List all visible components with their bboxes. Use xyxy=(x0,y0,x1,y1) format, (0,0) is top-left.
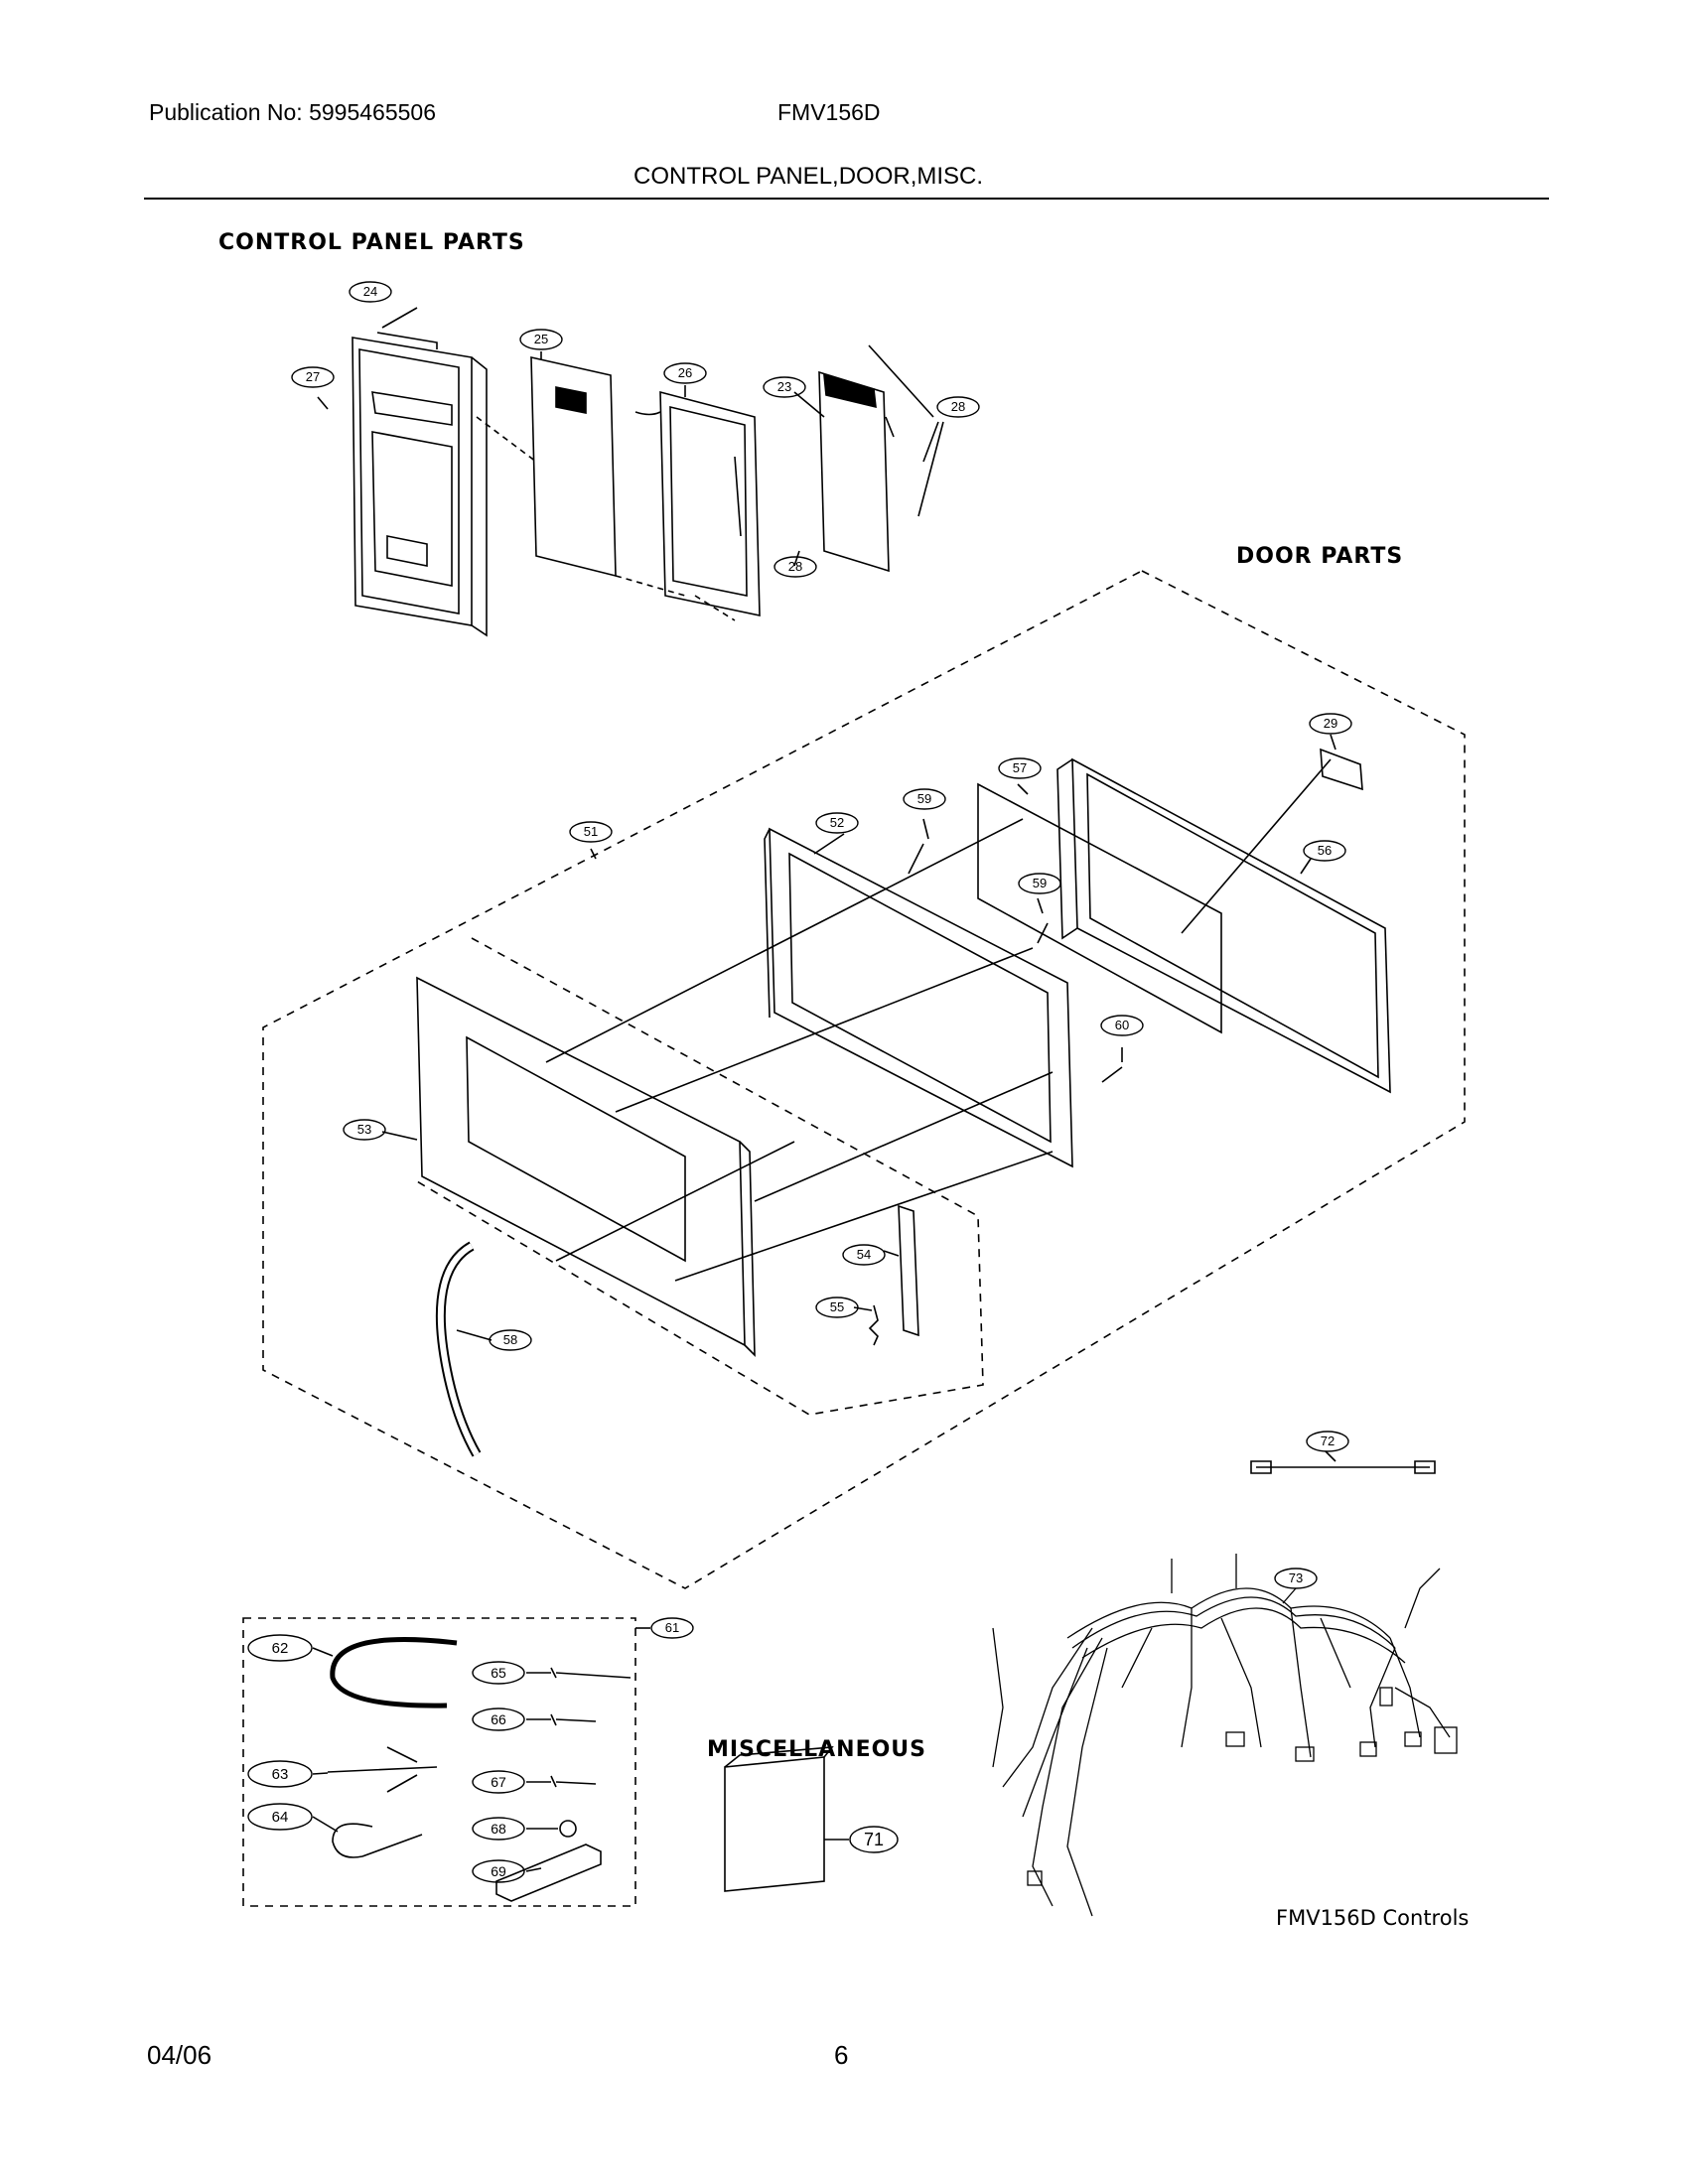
callout-58-label: 58 xyxy=(503,1332,517,1347)
callout-66-label: 66 xyxy=(491,1711,506,1727)
callout-61 xyxy=(650,1617,694,1639)
callout-58 xyxy=(489,1329,532,1351)
callout-63-label: 63 xyxy=(272,1766,289,1783)
callout-59b-label: 59 xyxy=(1033,876,1047,890)
callout-23 xyxy=(763,376,806,398)
callout-68-label: 68 xyxy=(491,1821,506,1837)
membrane-sheet-part xyxy=(530,355,617,578)
callout-57 xyxy=(998,757,1042,779)
model-number: FMV156D xyxy=(777,99,881,125)
callout-26-label: 26 xyxy=(678,365,692,380)
callout-57-label: 57 xyxy=(1013,760,1027,775)
callout-62-label: 62 xyxy=(272,1640,289,1657)
callout-65-label: 65 xyxy=(491,1665,506,1681)
literature-box-part xyxy=(724,1746,849,1892)
wire-harness-part xyxy=(992,1554,1458,1917)
door-outer-panel-part xyxy=(416,976,756,1357)
wire-connector-part xyxy=(1250,1450,1436,1474)
callout-28a-label: 28 xyxy=(951,399,965,414)
callout-64-label: 64 xyxy=(272,1809,289,1826)
callout-61-label: 61 xyxy=(665,1620,679,1635)
footer-date: 04/06 xyxy=(147,2040,212,2070)
callout-29 xyxy=(1309,713,1352,735)
control-panel-frame-part xyxy=(352,332,488,637)
callout-29-label: 29 xyxy=(1324,716,1337,731)
callout-72-label: 72 xyxy=(1321,1433,1335,1448)
callout-28b-label: 28 xyxy=(788,559,802,574)
callout-24 xyxy=(349,281,392,303)
callout-27-label: 27 xyxy=(306,369,320,384)
callout-53-label: 53 xyxy=(357,1122,371,1137)
page-title: CONTROL PANEL,DOOR,MISC. xyxy=(633,163,984,190)
callout-67 xyxy=(472,1770,525,1794)
callout-27 xyxy=(291,366,335,388)
mounting-kit-outline xyxy=(242,1617,636,1907)
door-parts-heading: DOOR PARTS xyxy=(1236,544,1404,569)
publication-number: Publication No: 5995465506 xyxy=(149,99,437,125)
callout-25-label: 25 xyxy=(534,332,548,346)
screw-60 xyxy=(1101,1066,1123,1083)
bracket-69 xyxy=(495,1843,602,1902)
callout-56 xyxy=(1303,840,1346,862)
latch-spring-part xyxy=(868,1304,879,1346)
callout-73-label: 73 xyxy=(1289,1570,1303,1585)
callout-28b xyxy=(774,556,817,578)
screw-66 xyxy=(550,1713,597,1726)
callout-69 xyxy=(472,1859,525,1883)
footer-page-number: 6 xyxy=(834,2040,849,2070)
door-assembly-outline xyxy=(262,570,1466,1589)
hook-64 xyxy=(332,1823,423,1858)
callout-28a xyxy=(936,396,980,418)
callout-71-label: 71 xyxy=(864,1830,884,1849)
control-board-part xyxy=(818,370,895,573)
callout-73 xyxy=(1274,1568,1318,1589)
callout-53 xyxy=(343,1119,386,1141)
callout-24-label: 24 xyxy=(363,284,377,299)
door-hinge-part xyxy=(1320,748,1363,791)
callout-63 xyxy=(247,1760,313,1788)
door-inner-frame-part xyxy=(764,827,1073,1168)
washer-68 xyxy=(559,1820,577,1838)
callout-59b xyxy=(1018,873,1061,894)
callout-59a-label: 59 xyxy=(917,791,931,806)
callout-26 xyxy=(663,362,707,384)
screw-59-lower xyxy=(1037,922,1049,944)
callout-69-label: 69 xyxy=(491,1863,506,1879)
callout-60 xyxy=(1100,1015,1144,1036)
callout-25 xyxy=(519,329,563,350)
callout-66 xyxy=(472,1707,525,1731)
callout-72 xyxy=(1306,1431,1349,1452)
harness-caption: FMV156D Controls xyxy=(1276,1906,1470,1930)
callout-64 xyxy=(247,1803,313,1831)
callout-54-label: 54 xyxy=(857,1247,871,1262)
callout-51-label: 51 xyxy=(584,824,598,839)
callout-68 xyxy=(472,1817,525,1841)
callout-52-label: 52 xyxy=(830,815,844,830)
callout-56-label: 56 xyxy=(1318,843,1332,858)
callout-55 xyxy=(815,1297,859,1318)
callout-71 xyxy=(849,1826,899,1853)
control-bracket-part xyxy=(634,390,761,616)
callout-51 xyxy=(569,821,613,843)
callout-59a xyxy=(903,788,946,810)
screw-59-upper xyxy=(908,843,924,875)
door-window-frame-part xyxy=(1056,757,1391,1094)
tether-cord-part xyxy=(330,1637,458,1708)
callout-54 xyxy=(842,1244,886,1266)
bolt-65 xyxy=(550,1667,632,1679)
callout-52 xyxy=(815,812,859,834)
callout-62 xyxy=(247,1634,313,1662)
callout-60-label: 60 xyxy=(1115,1018,1129,1032)
callout-67-label: 67 xyxy=(491,1774,506,1790)
callout-65 xyxy=(472,1661,525,1685)
control-panel-parts-heading: CONTROL PANEL PARTS xyxy=(218,230,525,255)
callout-23-label: 23 xyxy=(777,379,791,394)
door-latch-part xyxy=(898,1204,919,1337)
screw-67 xyxy=(550,1775,597,1788)
callout-55-label: 55 xyxy=(830,1299,844,1314)
door-screen-part xyxy=(977,782,1222,1034)
toggle-bolt-63 xyxy=(327,1746,438,1793)
